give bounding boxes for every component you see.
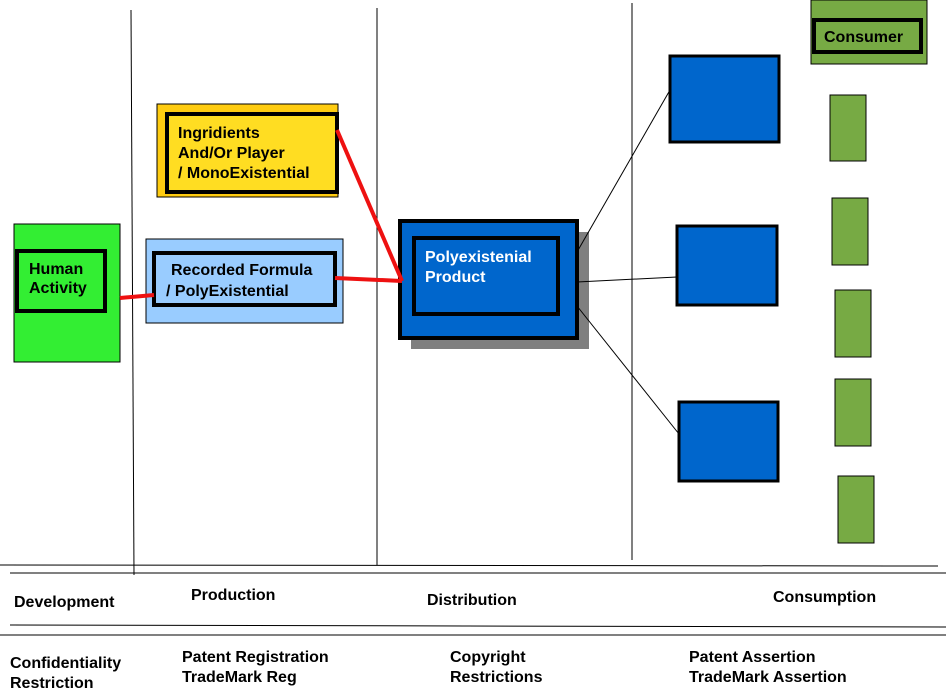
product-node: Polyexistenial Product	[398, 219, 589, 349]
restriction-distribution: Copyright Restrictions	[450, 649, 543, 686]
link-product-to-box-1	[576, 89, 671, 253]
separator-line-3	[9, 624, 947, 628]
consumer-unit-3	[834, 289, 872, 358]
restriction-consumption: Patent Assertion TradeMark Assertion	[689, 649, 847, 686]
consumer-unit-4	[834, 378, 872, 447]
distribution-box-3	[677, 400, 780, 483]
link-product-to-box-2	[576, 276, 678, 283]
recorded-formula-label: Recorded Formula / PolyExistential	[166, 262, 317, 300]
consumer-node: Consumer	[810, 0, 928, 65]
link-ingredients-to-product	[335, 129, 404, 282]
link-product-to-box-3	[576, 305, 680, 435]
consumer-unit-1	[829, 94, 867, 162]
stage-development-label: Development	[14, 594, 115, 611]
ingredients-label: Ingridients And/Or Player / MonoExistent…	[178, 125, 310, 182]
stage-production-label: Production	[191, 587, 275, 604]
separator-line-1	[0, 564, 939, 567]
ingredients-node: Ingridients And/Or Player / MonoExistent…	[156, 103, 339, 198]
human-activity-node: Human Activity	[13, 223, 121, 363]
restriction-development: Confidentiality Restriction	[10, 655, 126, 689]
stage-distribution-label: Distribution	[427, 592, 517, 609]
link-human-to-formula	[119, 293, 155, 300]
human-activity-label: Human Activity	[29, 261, 88, 297]
consumer-label: Consumer	[824, 29, 903, 46]
stage-consumption-label: Consumption	[773, 589, 876, 606]
distribution-box-1	[668, 54, 781, 144]
consumer-unit-2	[831, 197, 869, 266]
recorded-formula-node: Recorded Formula / PolyExistential	[145, 238, 344, 324]
consumer-unit-5	[837, 475, 875, 544]
link-formula-to-product	[334, 276, 403, 283]
divider-development-production	[130, 9, 135, 576]
restriction-production: Patent Registration TradeMark Reg	[182, 649, 333, 686]
distribution-box-2	[675, 224, 779, 307]
product-label: Polyexistenial Product	[425, 249, 536, 286]
